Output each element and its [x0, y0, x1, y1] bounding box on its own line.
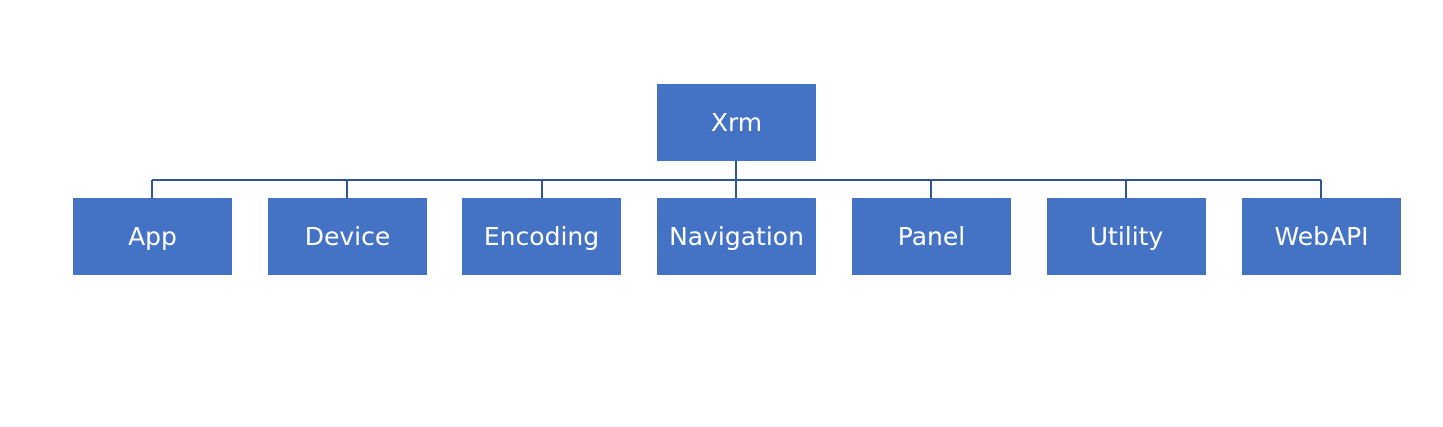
child-node-device: Device	[268, 198, 427, 275]
child-node-label: Device	[304, 222, 391, 251]
child-node-navigation: Navigation	[657, 198, 816, 275]
child-node-app: App	[73, 198, 232, 275]
child-node-encoding: Encoding	[462, 198, 621, 275]
child-node-webapi: WebAPI	[1242, 198, 1401, 275]
child-node-label: App	[128, 222, 177, 251]
child-node-panel: Panel	[852, 198, 1011, 275]
root-node-label: Xrm	[710, 108, 763, 137]
child-node-utility: Utility	[1047, 198, 1206, 275]
child-node-label: Encoding	[483, 222, 600, 251]
child-node-label: Panel	[897, 222, 966, 251]
child-node-label: WebAPI	[1274, 222, 1369, 251]
child-node-label: Navigation	[669, 222, 804, 251]
root-node-xrm: Xrm	[657, 84, 816, 161]
child-node-label: Utility	[1089, 222, 1164, 251]
